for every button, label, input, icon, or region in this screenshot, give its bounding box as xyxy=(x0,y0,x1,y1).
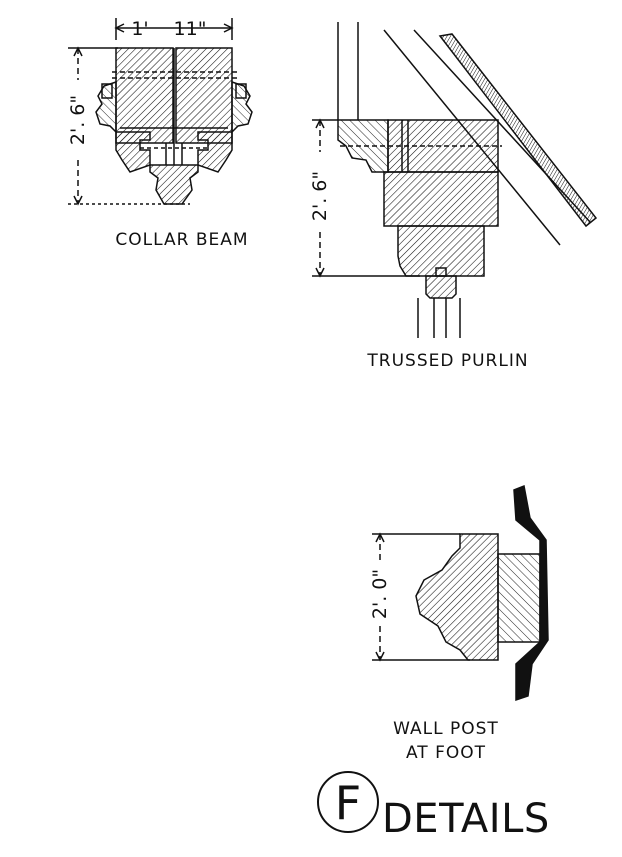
collar-beam-height-dimension-label: 2'. 6" xyxy=(67,95,89,145)
wall-post-label-line2: AT FOOT xyxy=(406,743,486,763)
wall-post-detail xyxy=(372,484,549,702)
title-block: F DETAILS xyxy=(317,771,550,842)
wall-post-height-dimension-label: 2'. 0" xyxy=(369,569,391,619)
collar-beam-width-right-dimension: 11" xyxy=(174,18,207,40)
collar-beam-width-left-dimension: 1' xyxy=(131,18,148,40)
trussed-purlin-label: TRUSSED PURLIN xyxy=(366,351,528,371)
wall-post-label-line1: WALL POST xyxy=(393,719,499,739)
collar-beam-height-dimension xyxy=(68,46,190,206)
collar-beam-detail xyxy=(68,18,253,206)
title-letter: F xyxy=(335,776,361,830)
trussed-purlin-height-dimension-label: 2'. 6" xyxy=(309,171,331,221)
title-circle xyxy=(317,771,379,833)
collar-beam-label: COLLAR BEAM xyxy=(115,230,248,250)
collar-beam-width-dimension xyxy=(114,18,234,40)
trussed-purlin-detail xyxy=(312,22,598,338)
title-word: DETAILS xyxy=(382,796,550,842)
